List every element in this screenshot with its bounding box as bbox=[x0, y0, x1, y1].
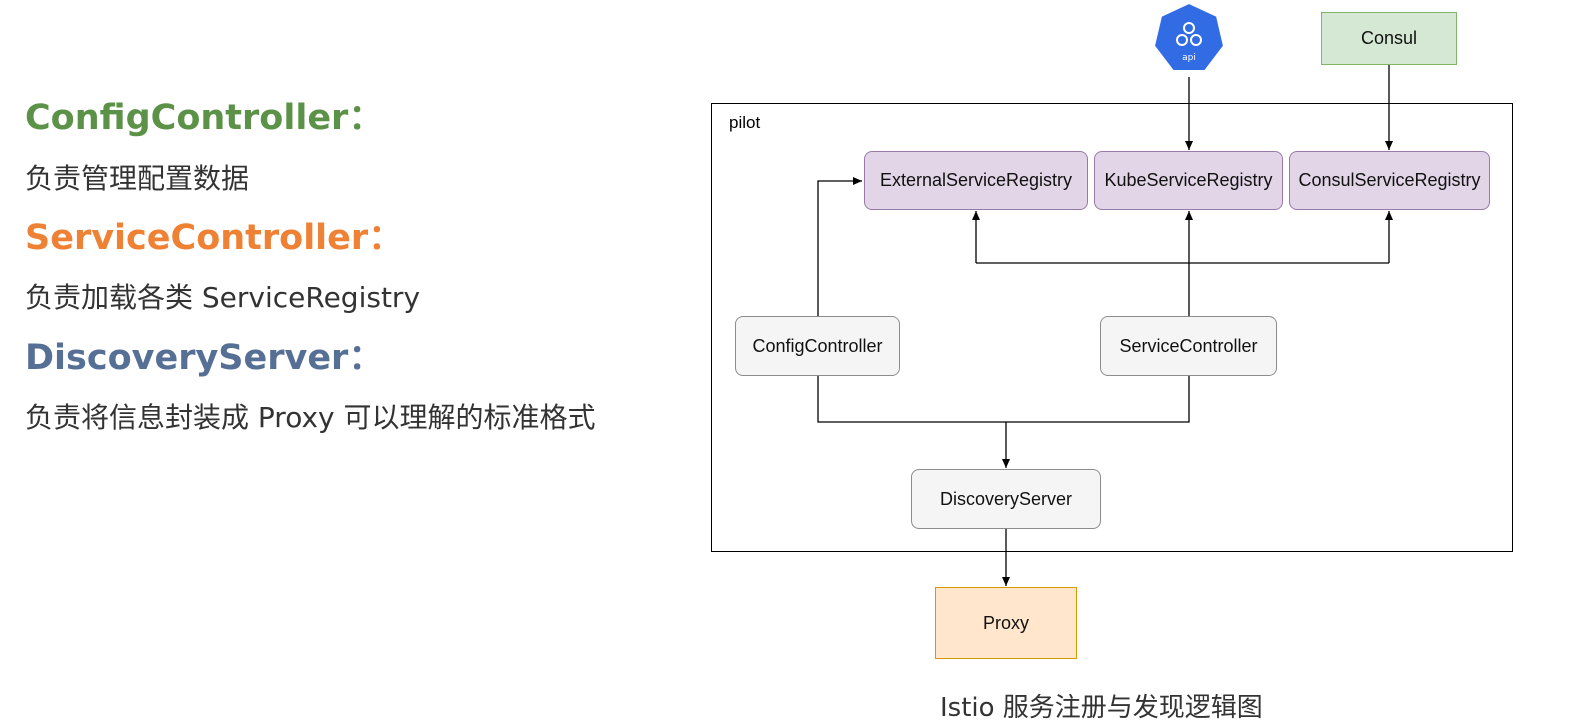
external-service-registry-node: ExternalServiceRegistry bbox=[864, 151, 1088, 210]
pilot-label: pilot bbox=[729, 113, 761, 132]
configcontroller-heading: ConfigController： bbox=[25, 98, 384, 138]
servicecontroller-heading: ServiceController： bbox=[25, 218, 404, 258]
discovery-server-node: DiscoveryServer bbox=[911, 469, 1101, 529]
discoveryserver-description: 负责将信息封装成 Proxy 可以理解的标准格式 bbox=[25, 401, 596, 434]
kubernetes-icon: api bbox=[1152, 1, 1226, 72]
kubernetes-icon-label: api bbox=[1182, 53, 1196, 63]
edge-config-to-external-registry bbox=[817, 177, 862, 316]
consul-node: Consul bbox=[1321, 12, 1457, 65]
edge-config-controller-down bbox=[817, 376, 1190, 423]
config-controller-node: ConfigController bbox=[735, 316, 900, 376]
pilot-container bbox=[711, 103, 1513, 552]
proxy-node: Proxy bbox=[935, 587, 1077, 659]
diagram-caption: Istio 服务注册与发现逻辑图 bbox=[940, 693, 1263, 723]
consul-service-registry-node: ConsulServiceRegistry bbox=[1289, 151, 1490, 210]
kube-service-registry-node: KubeServiceRegistry bbox=[1094, 151, 1283, 210]
configcontroller-description: 负责管理配置数据 bbox=[25, 162, 250, 195]
service-controller-node: ServiceController bbox=[1100, 316, 1277, 376]
servicecontroller-description: 负责加载各类 ServiceRegistry bbox=[25, 281, 421, 314]
discoveryserver-heading: DiscoveryServer： bbox=[25, 338, 384, 378]
